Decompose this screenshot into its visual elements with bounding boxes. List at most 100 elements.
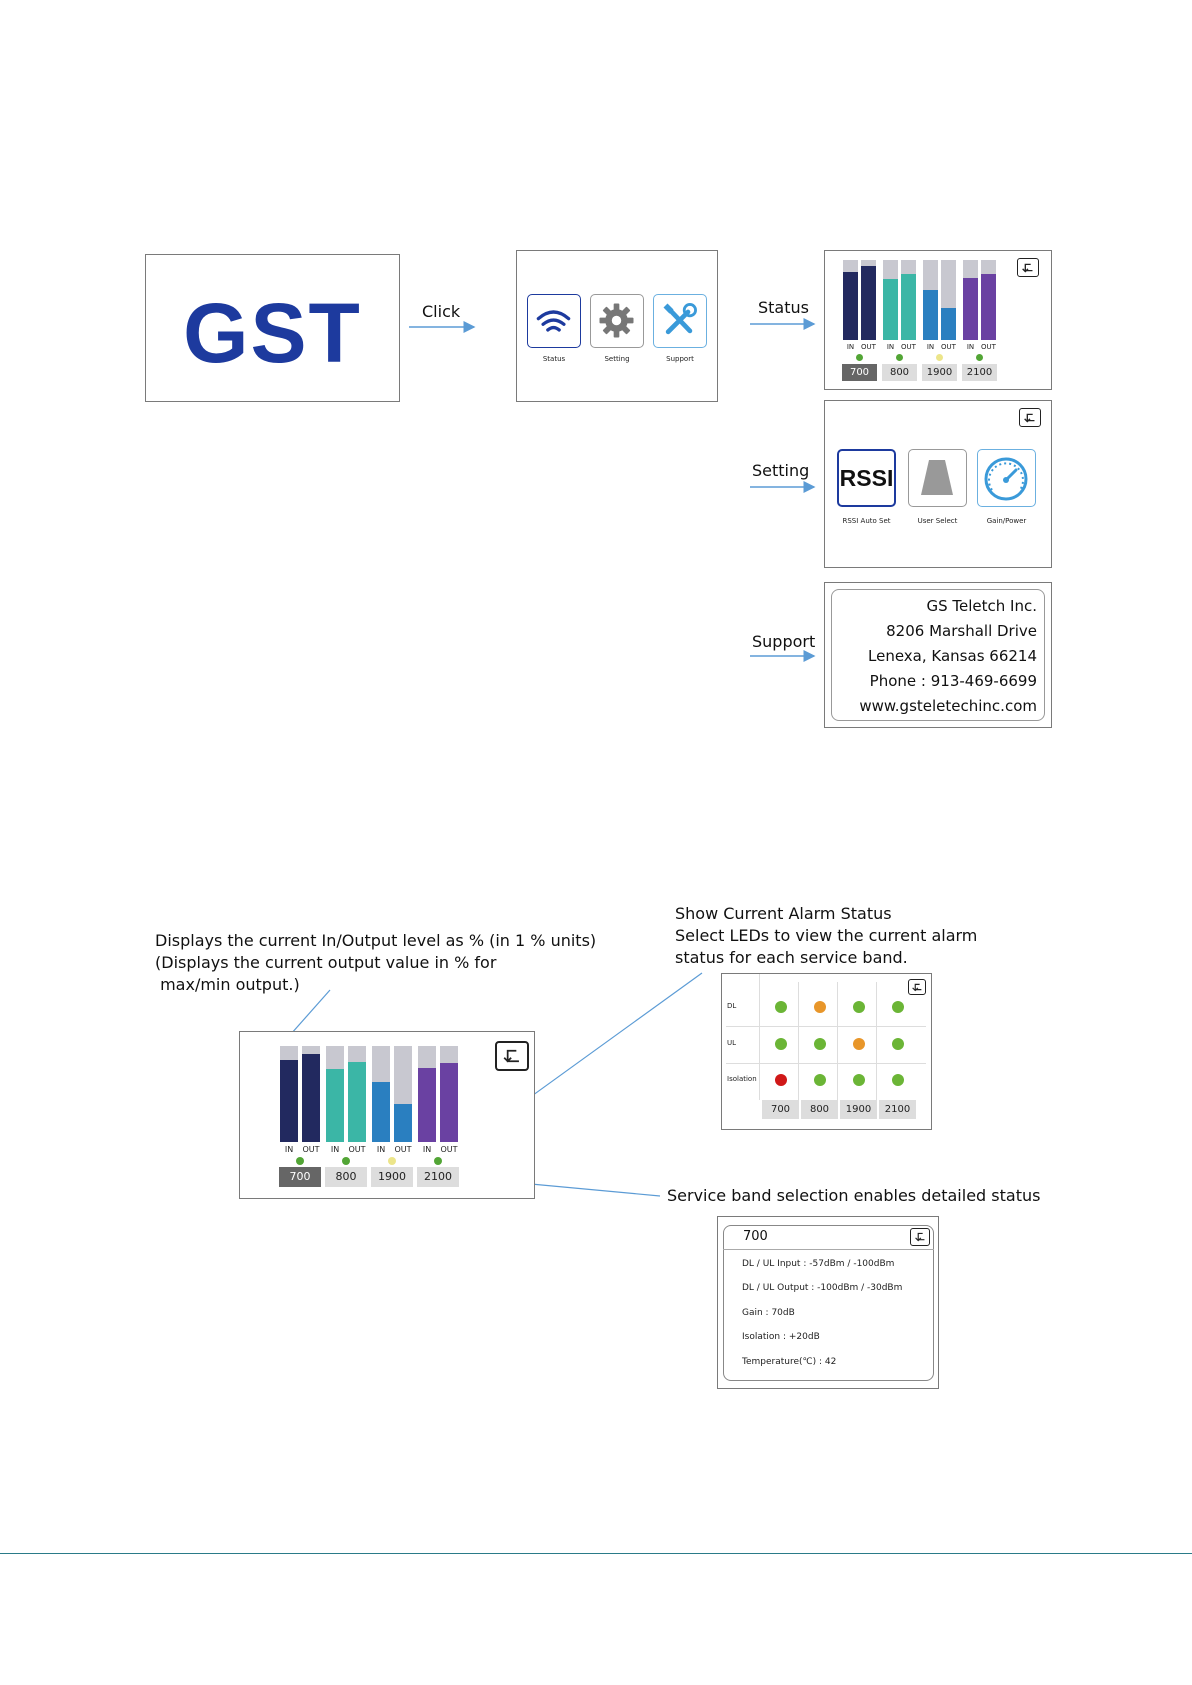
support-menu-label: Support <box>666 355 694 363</box>
level-bar-out <box>981 274 996 340</box>
alarm-row-label: UL <box>727 1039 737 1047</box>
band-select-button[interactable]: 800 <box>325 1167 367 1187</box>
level-annotation: Displays the current In/Output level as … <box>155 930 596 996</box>
rssi-auto-set-button[interactable]: RSSI <box>837 449 896 507</box>
wifi-icon <box>536 310 571 332</box>
status-button[interactable] <box>527 294 581 348</box>
band-detail-screen: 700 DL / UL Input : -57dBm / -100dBm DL … <box>717 1216 939 1389</box>
io-label-out: OUT <box>901 343 916 351</box>
tools-icon <box>663 303 697 335</box>
alarm-annotation-line-2: Select LEDs to view the current alarm <box>675 926 978 945</box>
level-bar-in <box>280 1060 298 1142</box>
grid-line <box>798 982 799 1100</box>
alarm-led[interactable] <box>814 1038 826 1050</box>
level-bar-out <box>348 1062 366 1142</box>
alarm-led[interactable] <box>896 354 903 361</box>
band-select-button[interactable]: 700 <box>279 1167 321 1187</box>
setting-button[interactable] <box>590 294 644 348</box>
back-button[interactable] <box>908 979 926 995</box>
alarm-led[interactable] <box>342 1157 350 1165</box>
back-button[interactable] <box>1019 408 1041 427</box>
return-icon <box>915 1232 925 1242</box>
band-select-button[interactable]: 2100 <box>962 364 997 381</box>
detail-gain: Gain : 70dB <box>742 1308 795 1318</box>
alarm-led[interactable] <box>814 1001 826 1013</box>
main-menu-screen: Status Setting Support <box>516 250 718 402</box>
alarm-row-label: DL <box>727 1002 737 1010</box>
return-icon <box>912 983 922 992</box>
level-bar-in <box>418 1068 436 1142</box>
alarm-led[interactable] <box>976 354 983 361</box>
level-bar-out <box>440 1063 458 1142</box>
band-select-button[interactable]: 700 <box>842 364 877 381</box>
detail-temperature: Temperature(℃) : 42 <box>742 1357 837 1367</box>
level-bar-in <box>843 272 858 340</box>
phone-number: Phone : 913-469-6699 <box>869 672 1037 690</box>
detail-inner-panel <box>723 1225 934 1381</box>
band-select-button[interactable]: 1900 <box>840 1100 877 1119</box>
level-bar-in <box>963 278 978 340</box>
alarm-led[interactable] <box>892 1001 904 1013</box>
rssi-auto-set-label: RSSI Auto Set <box>842 517 891 525</box>
level-annotation-line-2: (Displays the current output value in % … <box>155 953 497 972</box>
alarm-led[interactable] <box>296 1157 304 1165</box>
io-label-in: IN <box>846 343 855 351</box>
band-select-button[interactable]: 700 <box>762 1100 799 1119</box>
alarm-led[interactable] <box>936 354 943 361</box>
user-select-button[interactable] <box>908 449 967 507</box>
alarm-led[interactable] <box>775 1001 787 1013</box>
alarm-led[interactable] <box>892 1074 904 1086</box>
band-select-button[interactable]: 2100 <box>879 1100 916 1119</box>
band-select-button[interactable]: 800 <box>882 364 917 381</box>
io-label-out: OUT <box>440 1145 458 1154</box>
grid-line <box>837 982 838 1100</box>
io-label-in: IN <box>926 343 935 351</box>
support-inner-panel <box>831 589 1045 721</box>
band-select-button[interactable]: 1900 <box>922 364 957 381</box>
io-label-out: OUT <box>348 1145 366 1154</box>
alarm-led[interactable] <box>892 1038 904 1050</box>
io-label-out: OUT <box>302 1145 320 1154</box>
band-select-button[interactable]: 1900 <box>371 1167 413 1187</box>
back-button[interactable] <box>910 1228 930 1246</box>
level-bar-in <box>883 279 898 340</box>
click-label: Click <box>422 302 461 321</box>
alarm-annotation-line-1: Show Current Alarm Status <box>675 904 892 923</box>
detail-output: DL / UL Output : -100dBm / -30dBm <box>742 1283 903 1293</box>
back-button[interactable] <box>495 1041 529 1071</box>
alarm-led[interactable] <box>775 1074 787 1086</box>
back-button[interactable] <box>1017 258 1039 277</box>
io-label-in: IN <box>966 343 975 351</box>
rssi-icon-text: RSSI <box>839 465 894 491</box>
alarm-led[interactable] <box>853 1001 865 1013</box>
alarm-led[interactable] <box>434 1157 442 1165</box>
alarm-led[interactable] <box>814 1074 826 1086</box>
detail-title-divider <box>723 1249 934 1250</box>
grid-line <box>726 1026 926 1027</box>
support-label: Support <box>752 632 816 651</box>
gear-icon <box>599 303 634 338</box>
alarm-led[interactable] <box>853 1038 865 1050</box>
gst-logo: GST <box>183 286 362 380</box>
io-label-in: IN <box>886 343 895 351</box>
alarm-led[interactable] <box>856 354 863 361</box>
address-line-1: 8206 Marshall Drive <box>886 622 1037 640</box>
website[interactable]: www.gsteletechinc.com <box>859 697 1037 715</box>
grid-line <box>726 1063 926 1064</box>
support-button[interactable] <box>653 294 707 348</box>
gain-power-button[interactable] <box>977 449 1036 507</box>
alarm-annotation: Show Current Alarm Status Select LEDs to… <box>675 903 977 969</box>
alarm-led[interactable] <box>775 1038 787 1050</box>
alarm-led[interactable] <box>388 1157 396 1165</box>
io-label-in: IN <box>284 1145 294 1154</box>
alarm-led[interactable] <box>853 1074 865 1086</box>
band-select-button[interactable]: 2100 <box>417 1167 459 1187</box>
band-select-button[interactable]: 800 <box>801 1100 838 1119</box>
detail-input: DL / UL Input : -57dBm / -100dBm <box>742 1259 895 1269</box>
